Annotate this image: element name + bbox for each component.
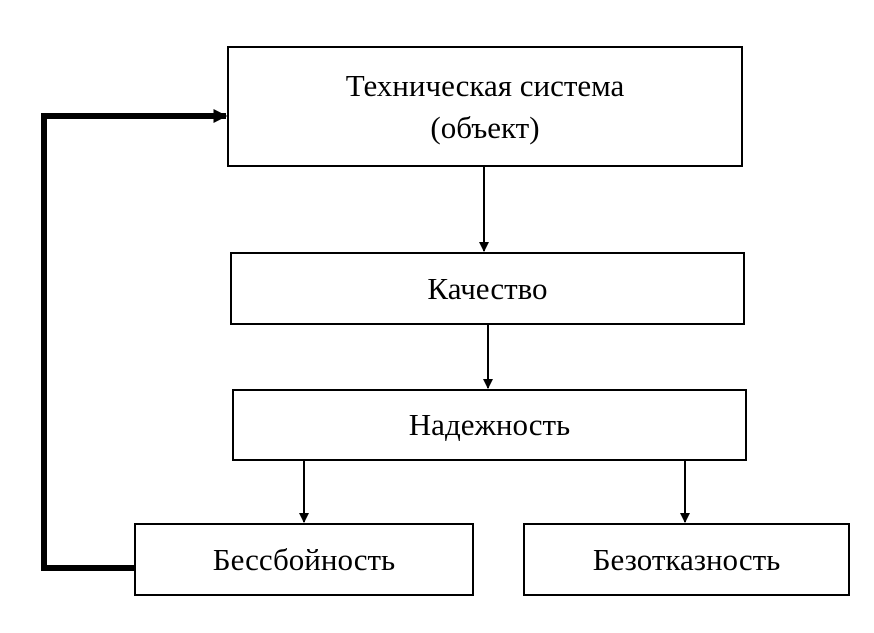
reliability-label: Надежность bbox=[408, 407, 571, 443]
faultless-label: Безотказность bbox=[592, 541, 781, 577]
feedback-arrow-failure-free-to-system bbox=[41, 109, 228, 571]
quality-label: Качество bbox=[427, 270, 548, 306]
box-faultless: Безотказность bbox=[523, 523, 850, 596]
box-reliability: Надежность bbox=[232, 389, 747, 461]
box-failure-free: Бессбойность bbox=[134, 523, 474, 596]
technical-system-label: Техническая система (объект) bbox=[346, 65, 625, 149]
box-quality: Качество bbox=[230, 252, 745, 325]
technical-system-title: Техническая система bbox=[345, 67, 625, 103]
failure-free-label: Бессбойность bbox=[212, 541, 396, 577]
technical-system-subtitle: (объект) bbox=[430, 109, 540, 145]
box-technical-system: Техническая система (объект) bbox=[227, 46, 743, 167]
